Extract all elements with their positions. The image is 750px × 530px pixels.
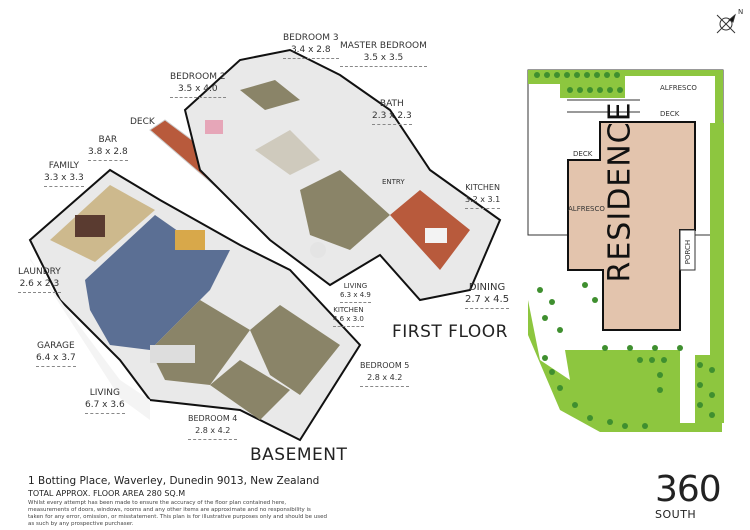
residence-label: RESIDENCE	[602, 101, 638, 283]
logo-number: 360	[655, 469, 722, 510]
first-floor-title: FIRST FLOOR	[392, 322, 508, 342]
site-label-alfresco-top: ALFRESCO	[660, 84, 697, 92]
disclaimer: Whilst every attempt has been made to en…	[28, 500, 328, 527]
footer: 1 Botting Place, Waverley, Dunedin 9013,…	[28, 475, 328, 528]
address: 1 Botting Place, Waverley, Dunedin 9013,…	[28, 475, 320, 487]
room-label-entry: ENTRY	[382, 178, 405, 186]
logo-text: SOUTH	[655, 508, 697, 521]
site-plan	[527, 69, 724, 432]
brand-logo: 360 SOUTH	[655, 469, 722, 522]
site-label-alfresco-left: ALFRESCO	[568, 205, 605, 213]
total-area: TOTAL APPROX. FLOOR AREA 280 SQ.M	[28, 489, 186, 498]
site-label-deck-left: DECK	[573, 150, 593, 158]
compass-icon	[716, 13, 736, 34]
site-label-porch: PORCH	[684, 239, 693, 265]
site-label-deck-top: DECK	[660, 110, 680, 118]
basement-plan	[28, 168, 362, 442]
first-floor-plan	[183, 48, 502, 302]
compass-north-label: N	[738, 8, 744, 16]
basement-title: BASEMENT	[250, 445, 348, 465]
room-label-deck: DECK	[130, 117, 155, 127]
